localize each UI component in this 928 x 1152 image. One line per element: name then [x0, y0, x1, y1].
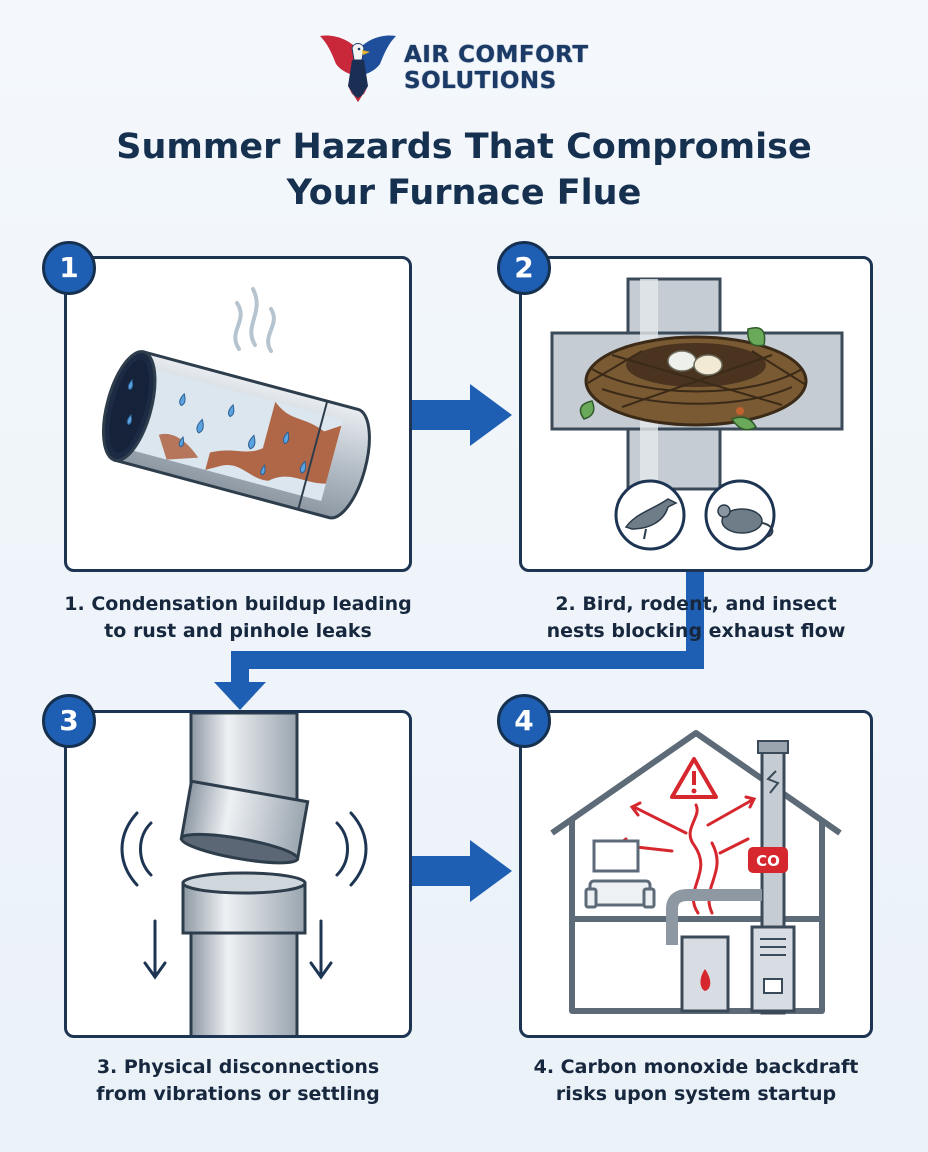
page-title: Summer Hazards That Compromise Your Furn…: [40, 124, 888, 216]
step-1-panel: [64, 256, 412, 572]
step-4-badge: 4: [497, 694, 551, 748]
arrow-right-icon: [412, 384, 512, 446]
nest-in-pipe-illustration: [550, 277, 844, 551]
step-1-badge: 1: [42, 241, 96, 295]
vibration-icon: [120, 811, 368, 887]
eagle-icon: [320, 35, 396, 102]
warning-icon: [670, 757, 718, 799]
rusted-pipe-illustration: [102, 287, 371, 520]
caption-line: 1. Condensation buildup leading: [64, 593, 412, 615]
rust-patch: [205, 401, 342, 484]
disconnected-pipe-illustration: [120, 713, 368, 1035]
bird-icon: [614, 479, 686, 551]
logo-line-2: SOLUTIONS: [404, 68, 557, 94]
title-line-1: Summer Hazards That Compromise: [116, 127, 812, 167]
caption-line: risks upon system startup: [555, 1083, 837, 1105]
caption-line: 3. Physical disconnections: [96, 1056, 380, 1078]
step-3-badge: 3: [42, 694, 96, 748]
step-2-caption: 2. Bird, rodent, and insect nests blocki…: [506, 591, 886, 645]
caption-line: from vibrations or settling: [96, 1083, 380, 1105]
arrow-down-left-icon: [214, 572, 704, 710]
arrow-down-icon: [143, 919, 333, 980]
step-2-panel: [519, 256, 873, 572]
furnace-icon: [680, 935, 730, 1013]
steam-icon: [233, 287, 276, 353]
co-badge: CO: [748, 847, 788, 873]
house-backdraft-illustration: CO: [550, 730, 842, 1015]
brand-logo: AIR COMFORT SOLUTIONS: [318, 30, 618, 106]
caption-line: nests blocking exhaust flow: [546, 620, 846, 642]
logo-line-1: AIR COMFORT: [404, 42, 589, 68]
step-3-panel: [64, 710, 412, 1038]
sofa-icon: [584, 879, 656, 909]
nest-icon: [579, 327, 808, 431]
caption-line: 2. Bird, rodent, and insect: [555, 593, 837, 615]
picture-frame: [592, 839, 640, 873]
title-line-2: Your Furnace Flue: [286, 173, 642, 213]
arrow-right-icon: [412, 840, 512, 902]
water-heater-icon: [750, 925, 796, 1013]
caption-line: 4. Carbon monoxide backdraft: [533, 1056, 859, 1078]
co-label: CO: [756, 852, 780, 870]
step-4-panel: CO: [519, 710, 873, 1038]
step-2-badge: 2: [497, 241, 551, 295]
caption-line: to rust and pinhole leaks: [104, 620, 372, 642]
step-4-caption: 4. Carbon monoxide backdraft risks upon …: [506, 1054, 886, 1108]
step-1-caption: 1. Condensation buildup leading to rust …: [40, 591, 436, 645]
step-3-caption: 3. Physical disconnections from vibratio…: [40, 1054, 436, 1108]
rodent-icon: [704, 479, 776, 551]
